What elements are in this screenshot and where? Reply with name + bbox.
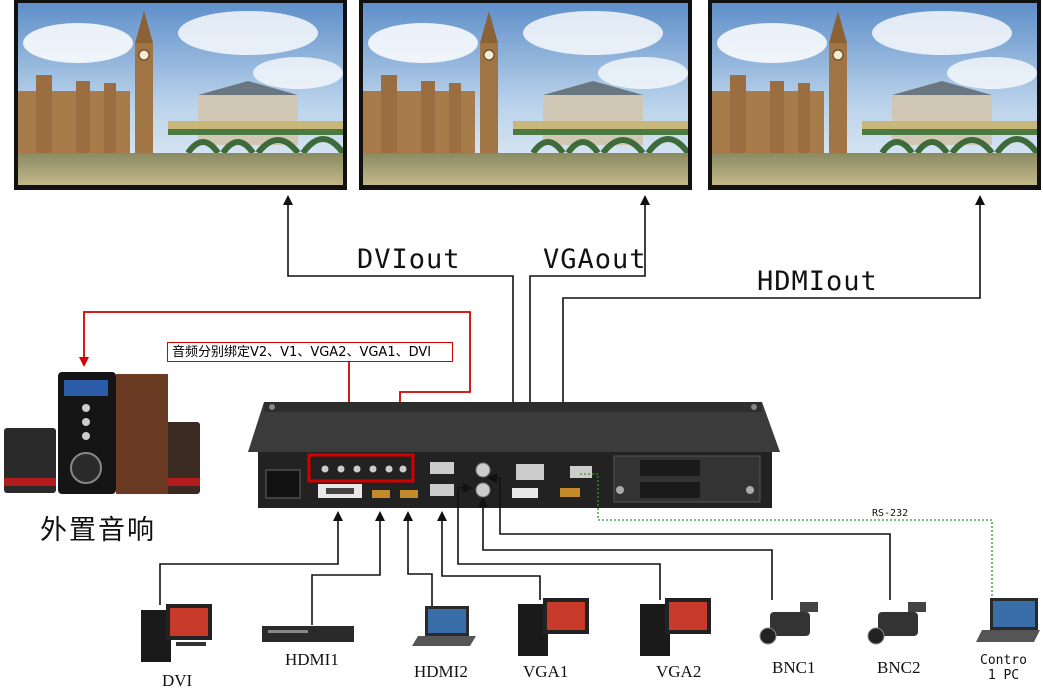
- hdmi1-in-line: [311, 511, 385, 625]
- vga1-in-line: [437, 511, 541, 600]
- speaker-label: 外置音响: [40, 515, 156, 546]
- video-camera-icon: [867, 602, 926, 645]
- output-display-hdmi: [708, 0, 1041, 190]
- source-label-bnc1: BNC1: [772, 658, 816, 677]
- dvi-in-line: [159, 511, 343, 605]
- laptop-icon: [412, 606, 476, 646]
- bnc1-in-line: [478, 497, 773, 600]
- source-label-hdmi2: HDMI2: [414, 662, 468, 681]
- hdmi2-in-line: [403, 511, 433, 610]
- source-label-dvi: DVI: [162, 671, 193, 690]
- bnc2-in-line: [487, 473, 891, 600]
- dvi-out-label: DVIout: [357, 244, 461, 275]
- hdmi-out-label: HDMIout: [757, 266, 878, 297]
- source-label-bnc2: BNC2: [877, 658, 921, 677]
- desktop-pc-icon: [518, 598, 589, 656]
- desktop-pc-icon: [141, 604, 212, 662]
- vga2-in-line: [457, 483, 661, 600]
- vga-out-line: [529, 195, 650, 466]
- video-camera-icon: [759, 602, 818, 645]
- speaker-system: [4, 372, 200, 494]
- source-label-vga1: VGA1: [523, 662, 569, 681]
- video-processor-device: [248, 402, 780, 508]
- control-pc-label-line1: Contro: [980, 653, 1027, 668]
- desktop-pc-icon: [640, 598, 711, 656]
- audio-binding-note: 音频分别绑定V2、V1、VGA2、VGA1、DVI: [167, 342, 453, 362]
- dvd-player-icon: [262, 626, 354, 642]
- rs232-line: [580, 473, 993, 600]
- source-label-control-pc: Contro 1 PC: [980, 653, 1027, 683]
- output-display-vga: [359, 0, 692, 190]
- laptop-icon: [976, 598, 1040, 642]
- vga-out-label: VGAout: [543, 244, 647, 275]
- source-label-vga2: VGA2: [656, 662, 702, 681]
- output-display-dvi: [14, 0, 347, 190]
- source-label-hdmi1: HDMI1: [285, 650, 339, 669]
- control-pc-label-line2: 1 PC: [987, 668, 1020, 683]
- dvi-out-line: [283, 195, 514, 490]
- rs232-label: RS-232: [872, 508, 909, 519]
- hdmi-out-line: [562, 195, 985, 490]
